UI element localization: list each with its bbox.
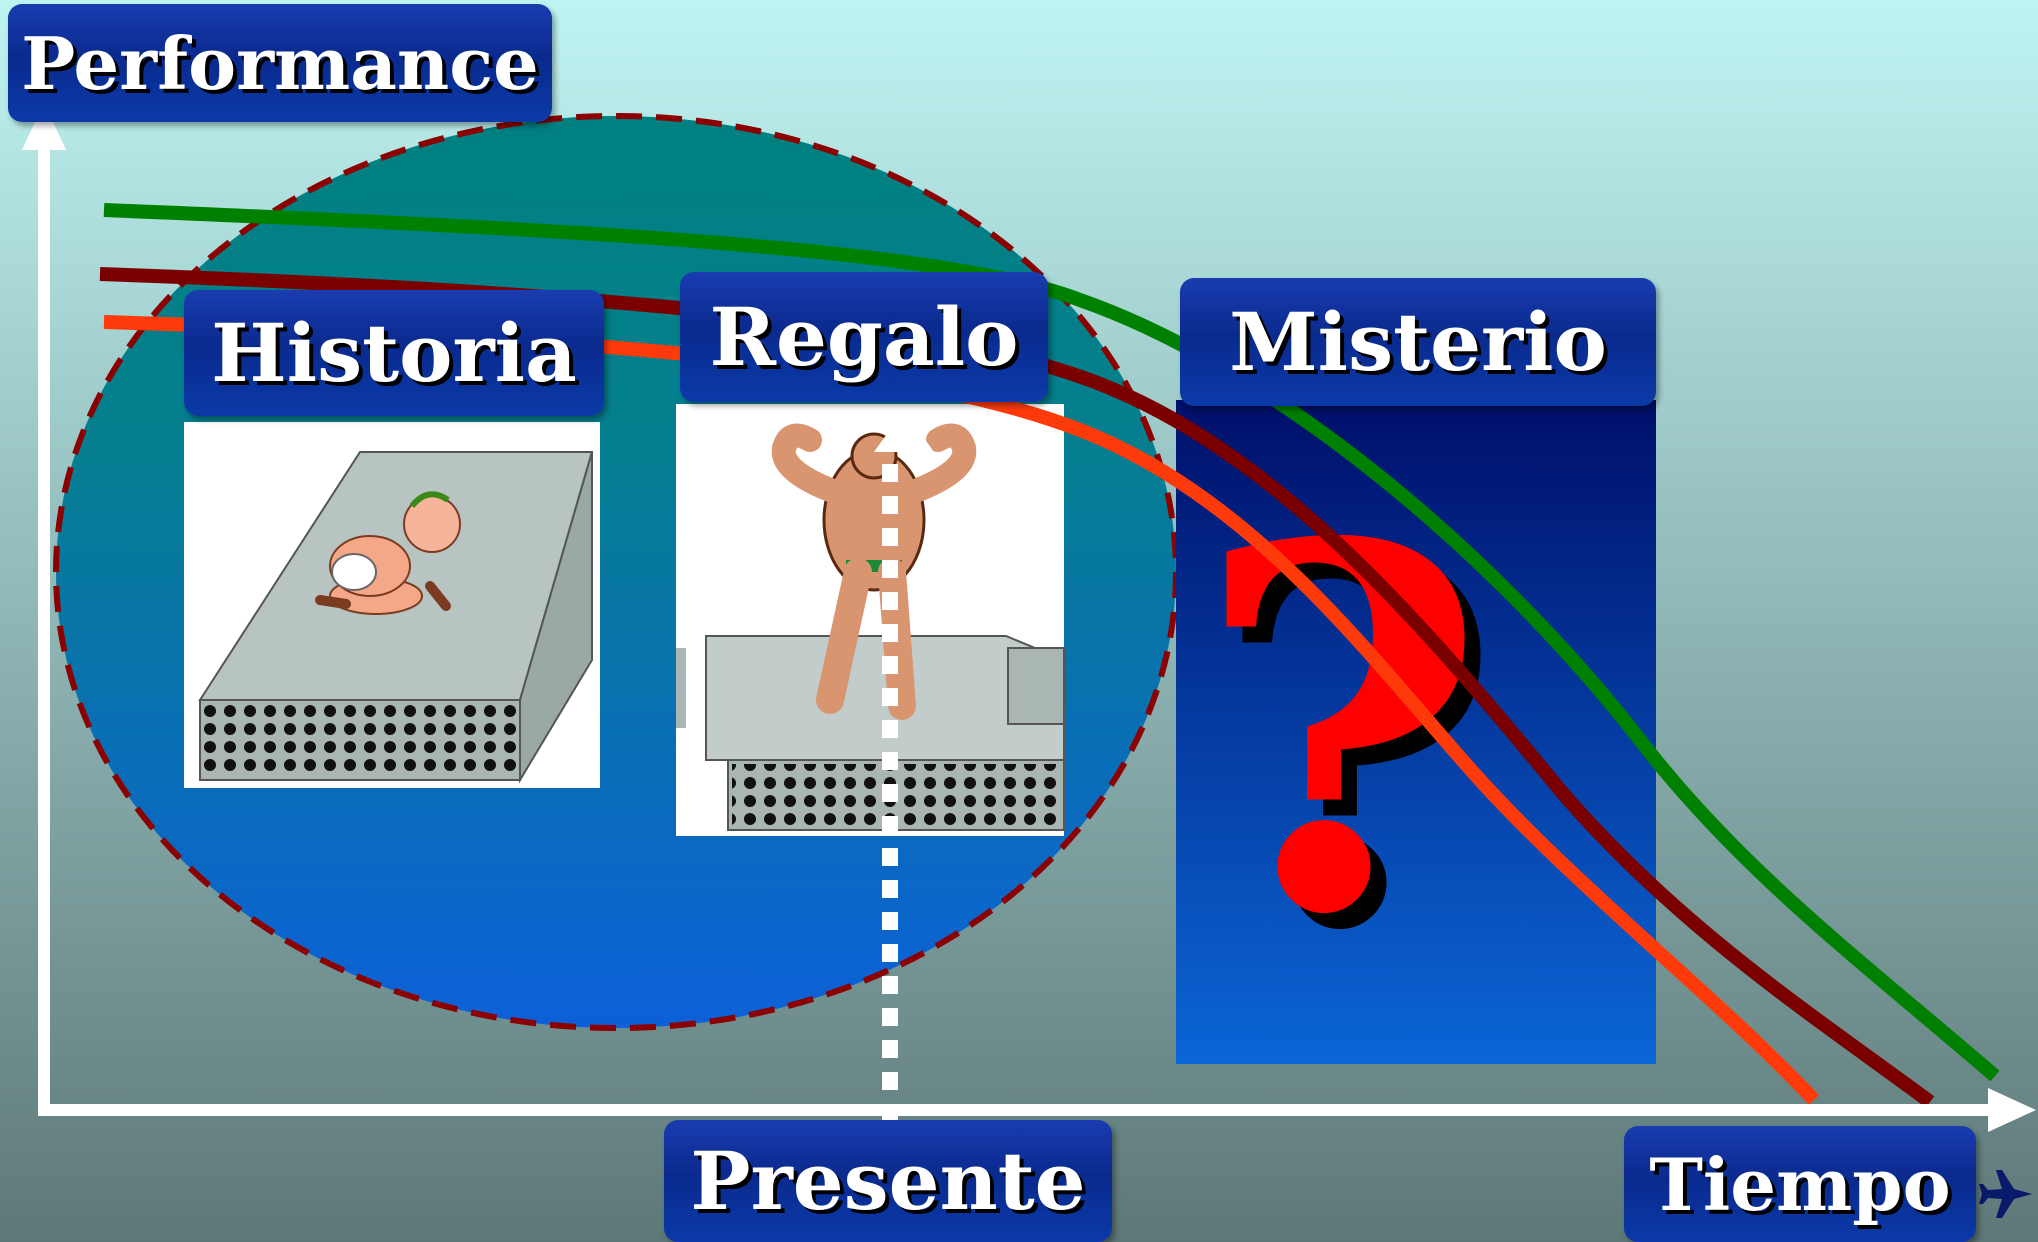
axis-label-tiempo: Tiempo [1624, 1126, 1976, 1242]
bodybuilder-on-block-image [676, 404, 1065, 836]
y-axis-arrowhead [22, 102, 66, 150]
x-axis-arrowhead [1988, 1088, 2036, 1132]
curve-green [103, 203, 2000, 1082]
axis-label-performance: Performance [8, 4, 552, 122]
present-marker-arrowhead [874, 410, 934, 452]
airplane-icon [1979, 1170, 2032, 1218]
section-label-misterio: Misterio [1180, 278, 1656, 406]
marker-label-presente: Presente [664, 1120, 1112, 1242]
section-label-regalo: Regalo [680, 272, 1048, 402]
section-label-historia: Historia [184, 290, 604, 416]
baby-on-block-image [184, 422, 600, 788]
curve-darkred [99, 267, 1935, 1108]
